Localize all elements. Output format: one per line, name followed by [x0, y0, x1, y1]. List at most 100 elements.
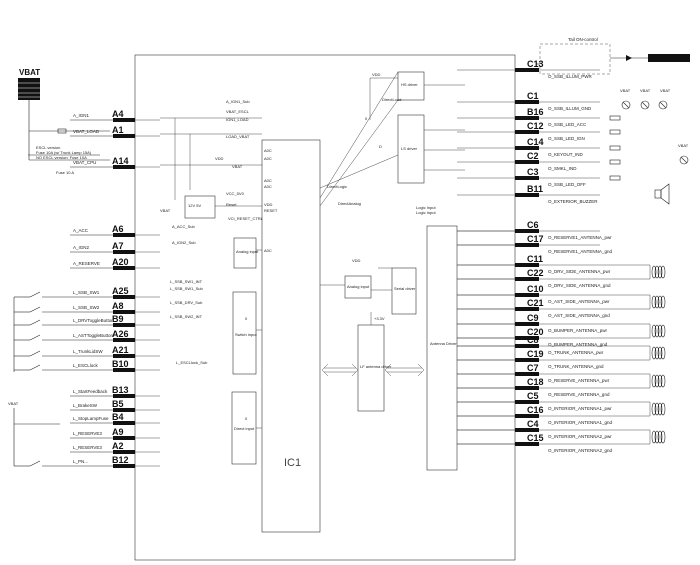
pin-signal: O_SSB_LED_ACC: [548, 122, 587, 127]
antenna-coil-icon: [660, 346, 666, 360]
svg-text:VBAT: VBAT: [160, 208, 171, 213]
pin-signal: O_RESERVE1_ANTENNA_pwr: [548, 235, 612, 240]
antenna-coil-icon: [654, 295, 660, 309]
antenna-driver-block: [426, 225, 458, 471]
svg-text:L_SSB_SW1_INT: L_SSB_SW1_INT: [170, 279, 203, 284]
regulator-block: [184, 195, 216, 219]
svg-text:Logic Input: Logic Input: [416, 210, 436, 215]
pin-signal: O_AST_SIDE_ANTENNA_gnd: [548, 313, 610, 318]
right-pin-group: C13O_SSB_ILLUM_PWRC1O_SSB_ILLUM_GNDB16O_…: [457, 59, 613, 453]
analog-input-small-label: Analog input: [347, 284, 370, 289]
svg-text:A0C: A0C: [264, 156, 272, 161]
pin-signal: L_RESERVE3: [73, 431, 102, 436]
pin-number: B11: [527, 184, 543, 194]
pin-number: C8: [527, 335, 539, 345]
pin-number: C5: [527, 391, 539, 401]
right-pin-c1: C1O_SSB_ILLUM_GND: [457, 91, 600, 111]
pin-number: C12: [527, 121, 544, 131]
pin-signal: O_BUMPER_ANTENNA_pwr: [548, 328, 608, 333]
switch-input-label: Switch input: [235, 332, 257, 337]
antenna-coil-icon: [651, 374, 657, 388]
pin-signal: L_ASTToggleButton: [73, 333, 114, 338]
left-pin-b5: B5L_BrakeSW: [70, 399, 160, 412]
antenna-coil-icon: [651, 402, 657, 416]
svg-text:D: D: [379, 144, 382, 149]
svg-text:VDD: VDD: [352, 258, 361, 263]
svg-text:A0C: A0C: [264, 148, 272, 153]
svg-text:LOAD_VBAT: LOAD_VBAT: [226, 134, 250, 139]
pin-number: B16: [527, 107, 544, 117]
antenna-coil-icon: [660, 265, 666, 279]
left-pin-a8: A8L_SSB_SW2: [70, 301, 160, 314]
pin-signal: L_SSB_SW1: [73, 290, 100, 295]
svg-text:A0C: A0C: [264, 184, 272, 189]
left-pin-a6: A6A_ACC: [70, 224, 160, 237]
antenna-coil-icon: [651, 295, 657, 309]
pin-signal: O_INTERIOR_ANTENNA1_gnd: [548, 420, 613, 425]
svg-text:VCC_5V0: VCC_5V0: [226, 191, 245, 196]
svg-text:L_ESCLlock_Sub: L_ESCLlock_Sub: [176, 360, 208, 365]
svg-text:A_ACC_Sub: A_ACC_Sub: [172, 224, 195, 229]
pin-signal: O_AST_SIDE_ANTENNA_pwr: [548, 299, 610, 304]
left-pin-a2: A2L_RESERVE3: [70, 441, 160, 454]
pin-number: A7: [112, 241, 124, 251]
direct-input-label: Direct input: [234, 426, 255, 431]
pin-signal: L_StopLampFuse: [73, 416, 109, 421]
left-pin-a20: A20 A_RESERVE: [70, 257, 160, 270]
pin-number: A9: [112, 427, 124, 437]
pin-signal: O_INTERIOR_ANTENNA2_gnd: [548, 448, 613, 453]
left-pin-b9: B9L_DRVToggleButton: [70, 314, 160, 327]
lf-antenna-driver-block: [357, 324, 385, 412]
antenna-coil-icon: [660, 295, 666, 309]
pin-signal: O_INTERIOR_ANTENNA1_pwr: [548, 406, 612, 411]
svg-text:+3.3V: +3.3V: [374, 316, 385, 321]
svg-text:L_SSB_DRV_Sub: L_SSB_DRV_Sub: [170, 300, 203, 305]
resistor-icon: [609, 175, 621, 181]
antenna-coil-icon: [657, 430, 663, 444]
pin-signal: VBAT_CPU: [73, 160, 96, 165]
fuse-note: Fuse 10 A: [56, 170, 74, 175]
antenna-coil-icon: [657, 265, 663, 279]
load-symbols: VBAT VBAT VBAT VBAT: [600, 88, 689, 445]
pin-number: C6: [527, 220, 539, 230]
pin-number: C11: [527, 254, 543, 264]
pin-number: C17: [527, 234, 544, 244]
svg-text:Reset: Reset: [226, 202, 237, 207]
antenna-coil-icon: [657, 295, 663, 309]
pin-signal: A_RESERVE: [73, 261, 100, 266]
resistor-icon: [609, 115, 621, 121]
pin-number: C20: [527, 327, 544, 337]
svg-text:Logic Input: Logic Input: [416, 205, 436, 210]
pin-number: C7: [527, 363, 539, 373]
pin-signal: O_DRV_SIDE_ANTENNA_gnd: [548, 283, 611, 288]
hs-driver-label: HS driver: [401, 82, 418, 87]
analog-input-small-block: [344, 275, 372, 299]
pin-signal: O_EXTERIOR_BUZZER: [548, 199, 598, 204]
serial-driver-label: Serial driver: [394, 286, 416, 291]
pin-signal: O_KEYOUT_IND: [548, 152, 584, 157]
svg-text:0: 0: [245, 416, 248, 421]
pin-signal: O_SSB_ILLUM_GND: [548, 106, 592, 111]
analog-input-block: [233, 237, 257, 269]
ic-outline: [134, 54, 516, 561]
pin-number: B4: [112, 412, 124, 422]
pin-signal: O_INTERIOR_ANTENNA2_pwr: [548, 434, 612, 439]
pin-number: A2: [112, 441, 124, 451]
pin-number: B5: [112, 399, 124, 409]
serial-driver-block: [391, 267, 417, 315]
pin-number: C1: [527, 91, 539, 101]
right-pin-c3: C3O_SSB_LED_OFF: [457, 167, 600, 187]
antenna-coil-group: [600, 115, 666, 445]
pin-signal: O_TRUNK_ANTENNA_pwr: [548, 350, 604, 355]
svg-text:DirectLogic: DirectLogic: [327, 184, 347, 189]
pin-number: A25: [112, 286, 129, 296]
pin-number: A20: [112, 257, 129, 267]
resistor-icon: [609, 159, 621, 165]
pin-number: A6: [112, 224, 124, 234]
svg-text:VDD: VDD: [215, 156, 224, 161]
svg-text:VBAT: VBAT: [232, 164, 243, 169]
